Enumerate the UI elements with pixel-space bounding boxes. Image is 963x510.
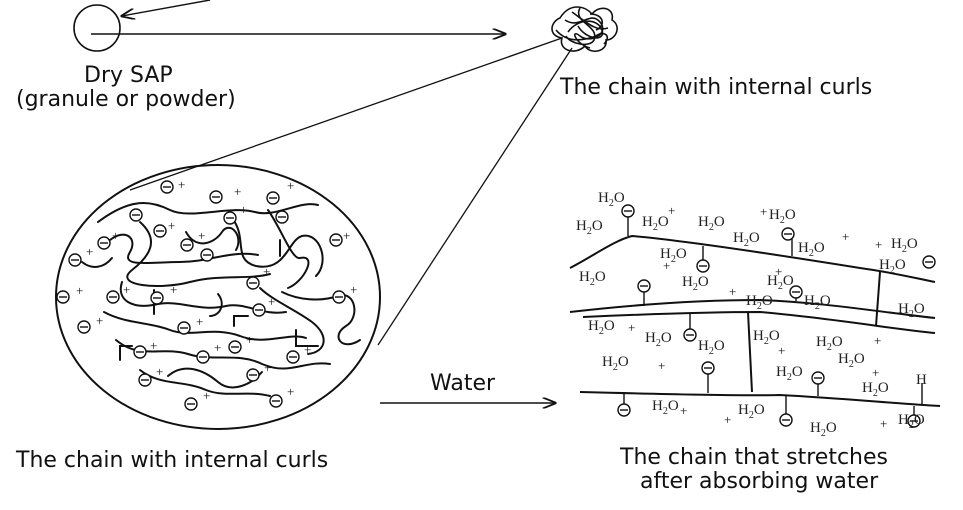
plus-sign: + xyxy=(246,332,253,347)
h-label: H xyxy=(916,372,927,388)
ellipse-plus-signs: + + + + + + + + + + + + + + + + + + + + … xyxy=(76,177,357,403)
h2o-molecule: H2O xyxy=(804,293,831,312)
plus-sign: + xyxy=(304,342,311,357)
svg-text:+: + xyxy=(628,320,635,335)
plus-sign: + xyxy=(76,283,83,298)
plus-sign: + xyxy=(196,314,203,329)
incoming-arrow xyxy=(122,0,211,16)
h2o-molecule: H2O xyxy=(602,354,629,373)
plus-sign: + xyxy=(168,218,175,233)
plus-sign: + xyxy=(268,294,275,309)
plus-sign: + xyxy=(96,313,103,328)
h2o-molecule: H2O xyxy=(733,230,760,249)
plus-sign: + xyxy=(343,228,350,243)
h2o-molecule: H2O xyxy=(816,334,843,353)
svg-text:+: + xyxy=(658,358,665,373)
h2o-molecule: H2O xyxy=(579,269,606,288)
h2o-molecule: H2O xyxy=(660,246,687,265)
dry-sap-granule xyxy=(73,4,121,52)
h2o-molecule: H2O xyxy=(879,257,906,276)
svg-text:+: + xyxy=(874,333,881,348)
plus-sign: + xyxy=(240,202,247,217)
h2o-molecule: H2O xyxy=(898,301,925,320)
water-label: Water xyxy=(430,371,496,396)
ellipse-ions xyxy=(56,180,346,411)
plus-sign: + xyxy=(214,340,221,355)
h2o-molecule: H2O xyxy=(738,402,765,421)
h2o-molecule: H2O xyxy=(767,273,794,292)
h2o-molecule: H2O xyxy=(753,328,780,347)
h2o-molecule: H2O xyxy=(698,338,725,357)
svg-text:+: + xyxy=(778,343,785,358)
dry-sap-sublabel: (granule or powder) xyxy=(16,87,236,112)
svg-text:+: + xyxy=(872,365,879,380)
h2o-molecule: H2O xyxy=(891,236,918,255)
svg-text:+: + xyxy=(775,264,782,279)
plus-sign: + xyxy=(203,388,210,403)
plus-sign: + xyxy=(112,228,119,243)
plus-sign: + xyxy=(234,184,241,199)
h2o-molecule: H2O xyxy=(642,214,669,233)
svg-text:+: + xyxy=(875,237,882,252)
h2o-molecule: H2O xyxy=(576,218,603,237)
svg-text:+: + xyxy=(729,284,736,299)
h2o-molecule: H2O xyxy=(598,190,625,209)
plus-sign: + xyxy=(178,177,185,192)
h2o-molecule: H2O xyxy=(862,380,889,399)
tangled-chains xyxy=(81,201,361,397)
svg-text:+: + xyxy=(880,416,887,431)
svg-text:+: + xyxy=(724,412,731,427)
curled-chain-top-label: The chain with internal curls xyxy=(560,75,873,100)
h2o-molecule: H2O xyxy=(645,330,672,349)
stretched-chain-label-line1: The chain that stretches xyxy=(620,445,888,470)
plus-sign: + xyxy=(263,264,270,279)
h2o-molecule: H2O xyxy=(769,207,796,226)
h2o-molecule: H2O xyxy=(838,351,865,370)
svg-text:+: + xyxy=(680,403,687,418)
plus-sign: + xyxy=(198,228,205,243)
stretched-chains xyxy=(569,234,941,407)
curled-chain-scribble xyxy=(551,6,618,53)
h2o-molecule: H2O xyxy=(588,318,615,337)
plus-sign: + xyxy=(287,178,294,193)
stretched-chain-label-line2: after absorbing water xyxy=(640,469,879,494)
svg-text:+: + xyxy=(760,204,767,219)
h2o-molecule: H2O xyxy=(682,274,709,293)
h2o-molecule: H2O xyxy=(746,293,773,312)
stretched-plus-signs: + + + + + + + + + + + + + + + xyxy=(628,203,887,431)
h2o-molecule: H2O xyxy=(698,214,725,233)
plus-sign: + xyxy=(150,338,157,353)
plus-sign: + xyxy=(170,282,177,297)
svg-text:+: + xyxy=(663,258,670,273)
svg-text:+: + xyxy=(668,203,675,218)
h2o-molecule: H2O xyxy=(810,420,837,439)
water-molecules: H2O H2O H2O H2O H2O H2O H2O H2O H2O H2O … xyxy=(576,190,927,439)
plus-sign: + xyxy=(86,244,93,259)
plus-sign: + xyxy=(287,384,294,399)
h2o-molecule: H2O xyxy=(898,412,925,431)
plus-sign: + xyxy=(123,282,130,297)
zoom-line-lower xyxy=(377,47,573,346)
plus-sign: + xyxy=(156,364,163,379)
h2o-molecule: H2O xyxy=(798,240,825,259)
curled-chain-ellipse xyxy=(55,164,381,430)
plus-sign: + xyxy=(350,282,357,297)
h2o-molecule: H2O xyxy=(776,364,803,383)
svg-text:+: + xyxy=(842,229,849,244)
plus-sign: + xyxy=(264,360,271,375)
h2o-molecule: H2O xyxy=(652,398,679,417)
dry-sap-label: Dry SAP xyxy=(84,63,173,88)
curled-chain-bottom-label: The chain with internal curls xyxy=(16,448,329,473)
